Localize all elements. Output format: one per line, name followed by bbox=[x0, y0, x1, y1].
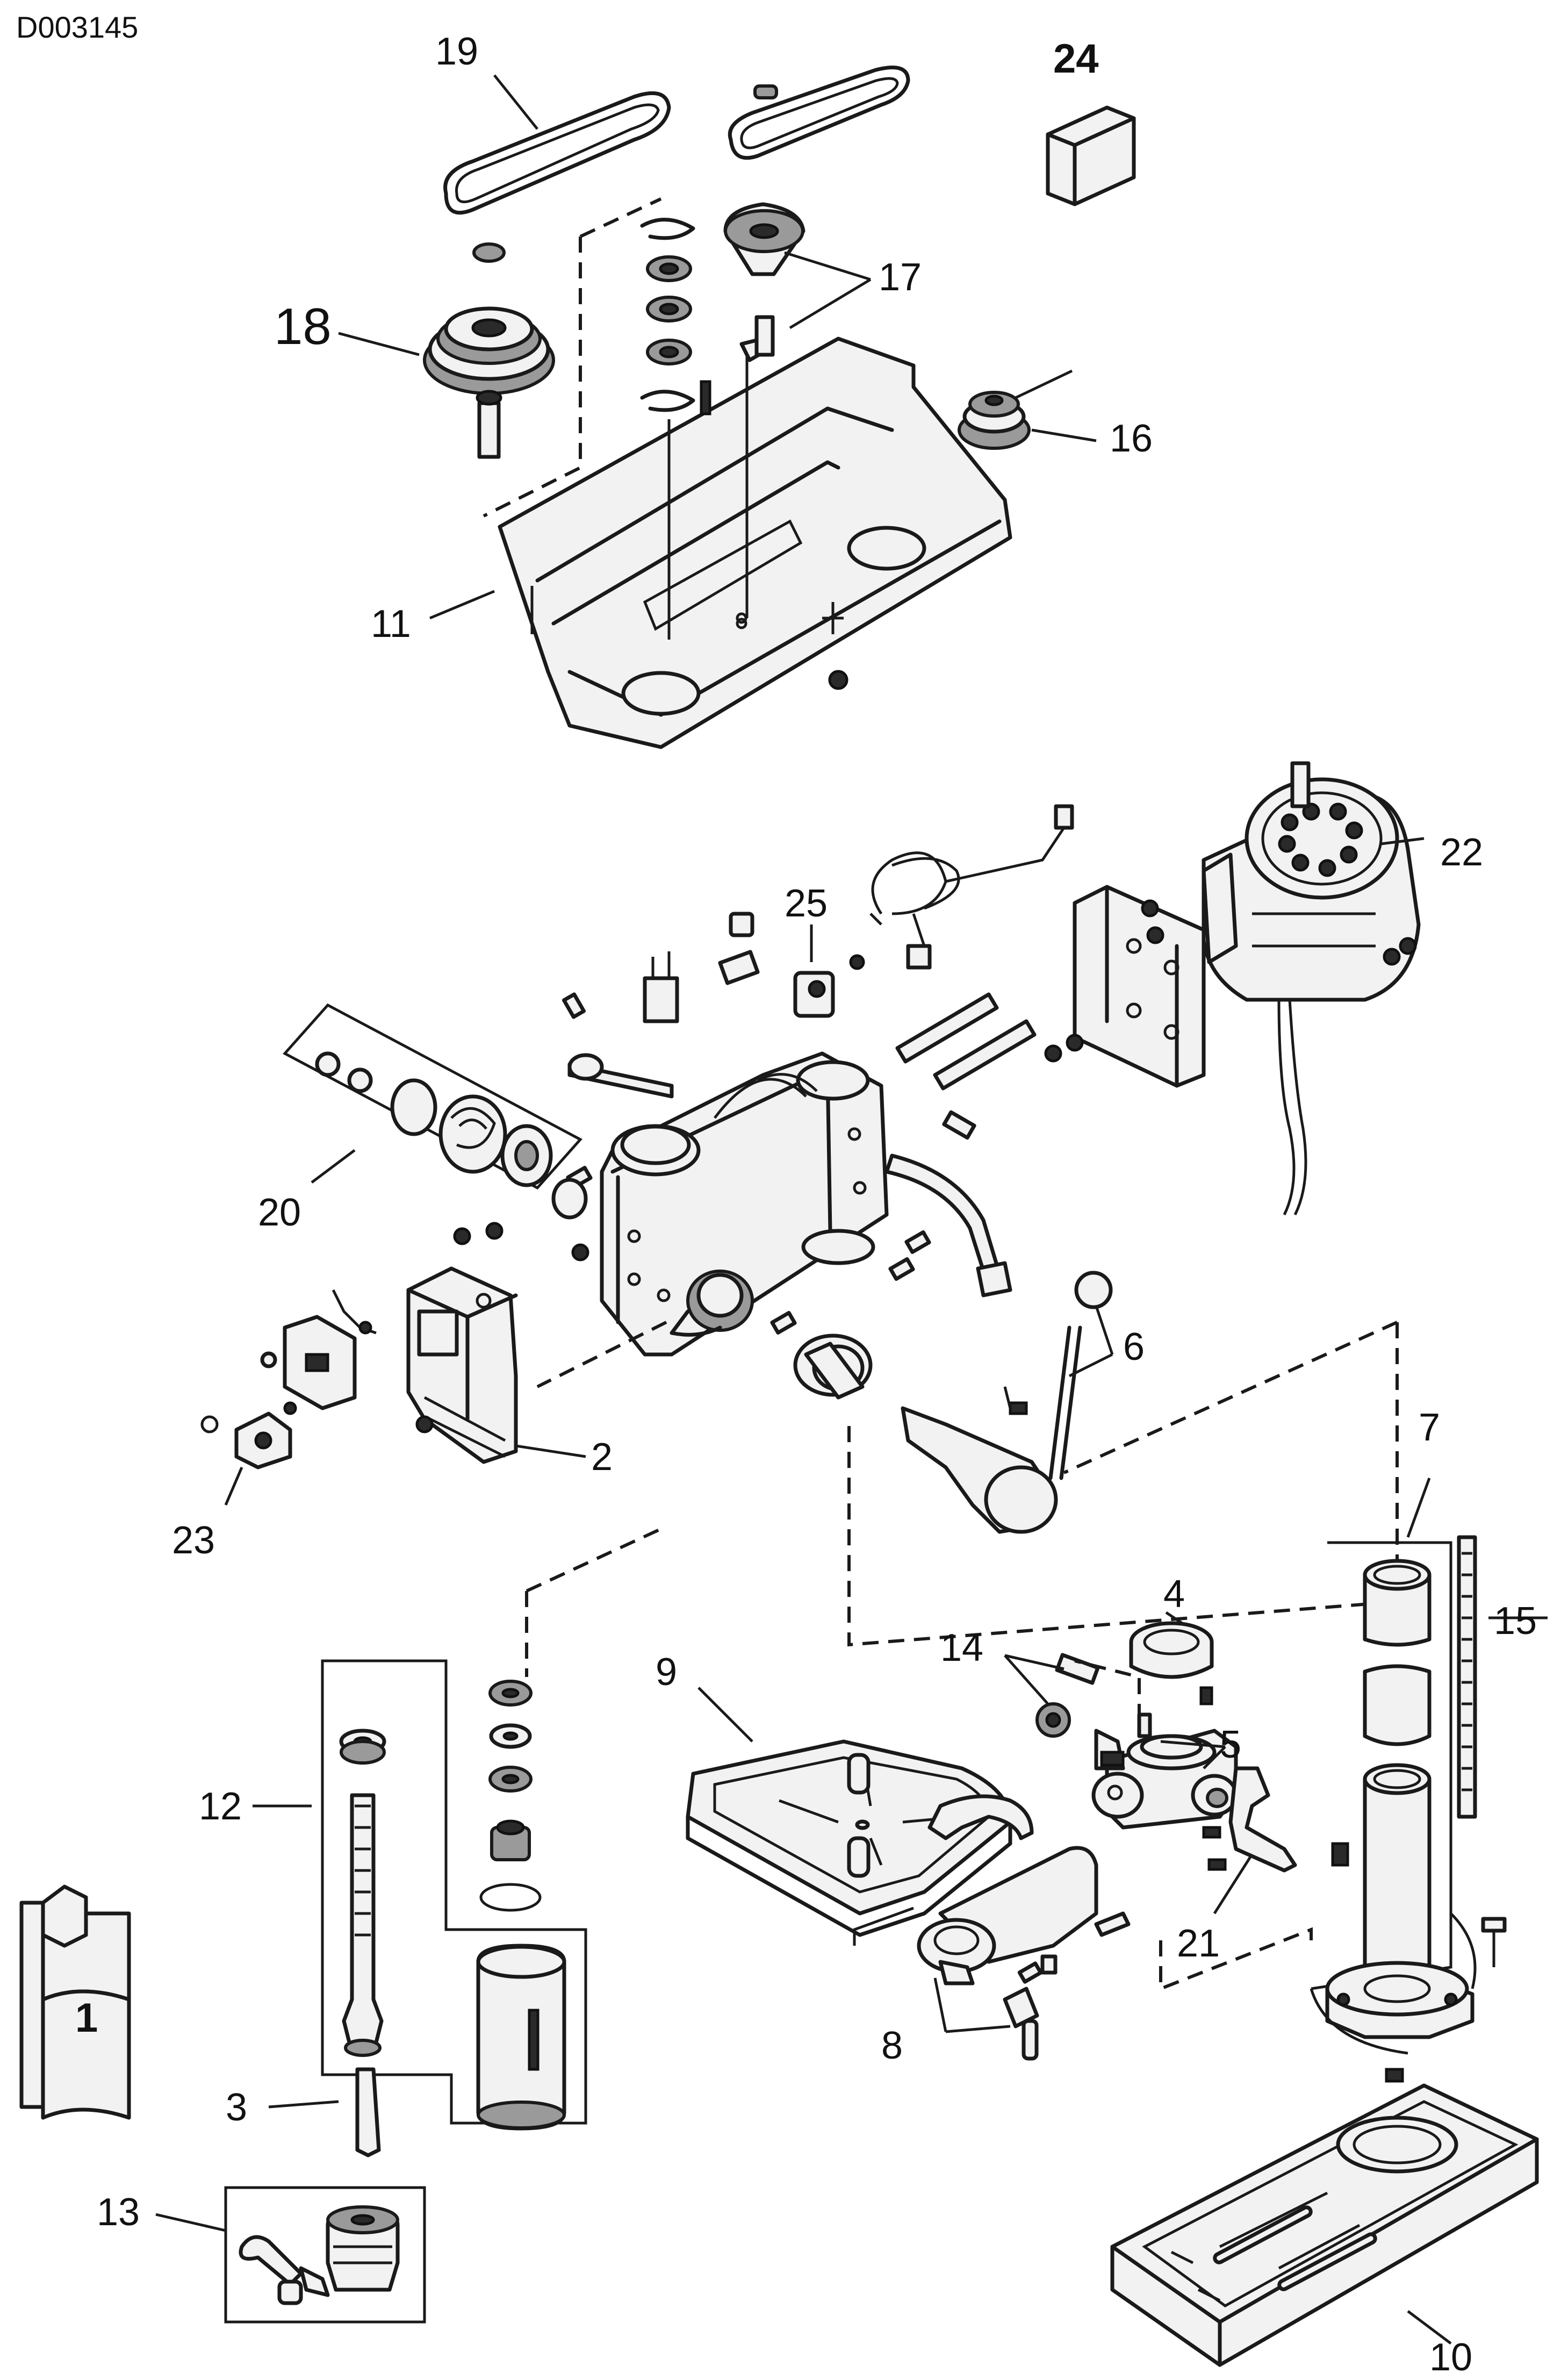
callout-24: 24 bbox=[1053, 36, 1099, 82]
callout-21: 21 bbox=[1177, 1922, 1220, 1965]
callout-4: 4 bbox=[1163, 1573, 1185, 1616]
motor bbox=[1202, 761, 1421, 1216]
callout-8: 8 bbox=[881, 2024, 903, 2067]
chuck-guard bbox=[19, 1884, 131, 2120]
callout-16: 16 bbox=[1110, 417, 1153, 460]
callout-1: 1 bbox=[75, 1995, 98, 2041]
callout-20: 20 bbox=[258, 1191, 301, 1234]
callout-14: 14 bbox=[940, 1626, 983, 1669]
callout-9: 9 bbox=[656, 1651, 677, 1694]
callout-12: 12 bbox=[199, 1785, 242, 1828]
callout-6: 6 bbox=[1123, 1325, 1145, 1368]
callout-10: 10 bbox=[1429, 2336, 1472, 2379]
drill-head-assembly bbox=[200, 804, 1399, 1647]
belt-guard-assembly bbox=[423, 66, 1073, 749]
callout-7: 7 bbox=[1419, 1406, 1440, 1449]
idler-pulley bbox=[723, 202, 805, 624]
table-bracket bbox=[917, 1621, 1313, 2061]
v-belt-front bbox=[443, 91, 671, 215]
callout-3: 3 bbox=[226, 2086, 247, 2129]
owners-manual-box bbox=[1046, 105, 1136, 206]
belt-guard-cover bbox=[498, 336, 1012, 749]
callout-25: 25 bbox=[785, 882, 828, 925]
v-belt-rear bbox=[728, 66, 910, 160]
motor-pulley bbox=[958, 369, 1073, 450]
document-code: D003145 bbox=[16, 10, 138, 44]
power-cord bbox=[869, 804, 1074, 970]
callout-5: 5 bbox=[1220, 1723, 1241, 1766]
chuck-assembly bbox=[224, 2186, 426, 2324]
quill-assembly bbox=[321, 1525, 667, 2157]
work-table bbox=[686, 1739, 1012, 1946]
switch-box bbox=[406, 1266, 518, 1464]
callout-17: 17 bbox=[879, 256, 922, 299]
spring-cover-assembly bbox=[283, 1003, 582, 1190]
callout-2: 2 bbox=[591, 1436, 613, 1479]
quill-bearings bbox=[479, 1680, 542, 1912]
callout-labels: 19 18 17 16 11 24 22 25 20 2 23 6 7 15 4… bbox=[75, 30, 1537, 2379]
callout-19: 19 bbox=[435, 30, 478, 73]
callout-15: 15 bbox=[1494, 1600, 1537, 1643]
callout-11: 11 bbox=[371, 603, 411, 646]
callout-leaders bbox=[155, 74, 1548, 2345]
idler-bearings bbox=[640, 218, 711, 640]
callout-13: 13 bbox=[97, 2191, 140, 2234]
callout-23: 23 bbox=[172, 1519, 215, 1562]
base bbox=[1110, 2068, 1539, 2367]
motor-bracket bbox=[1073, 885, 1206, 1088]
switch-key bbox=[200, 1411, 292, 1469]
column-assembly bbox=[1310, 1535, 1507, 2055]
callout-22: 22 bbox=[1440, 831, 1483, 874]
callout-18: 18 bbox=[274, 298, 332, 355]
spindle-pulley bbox=[423, 242, 555, 459]
